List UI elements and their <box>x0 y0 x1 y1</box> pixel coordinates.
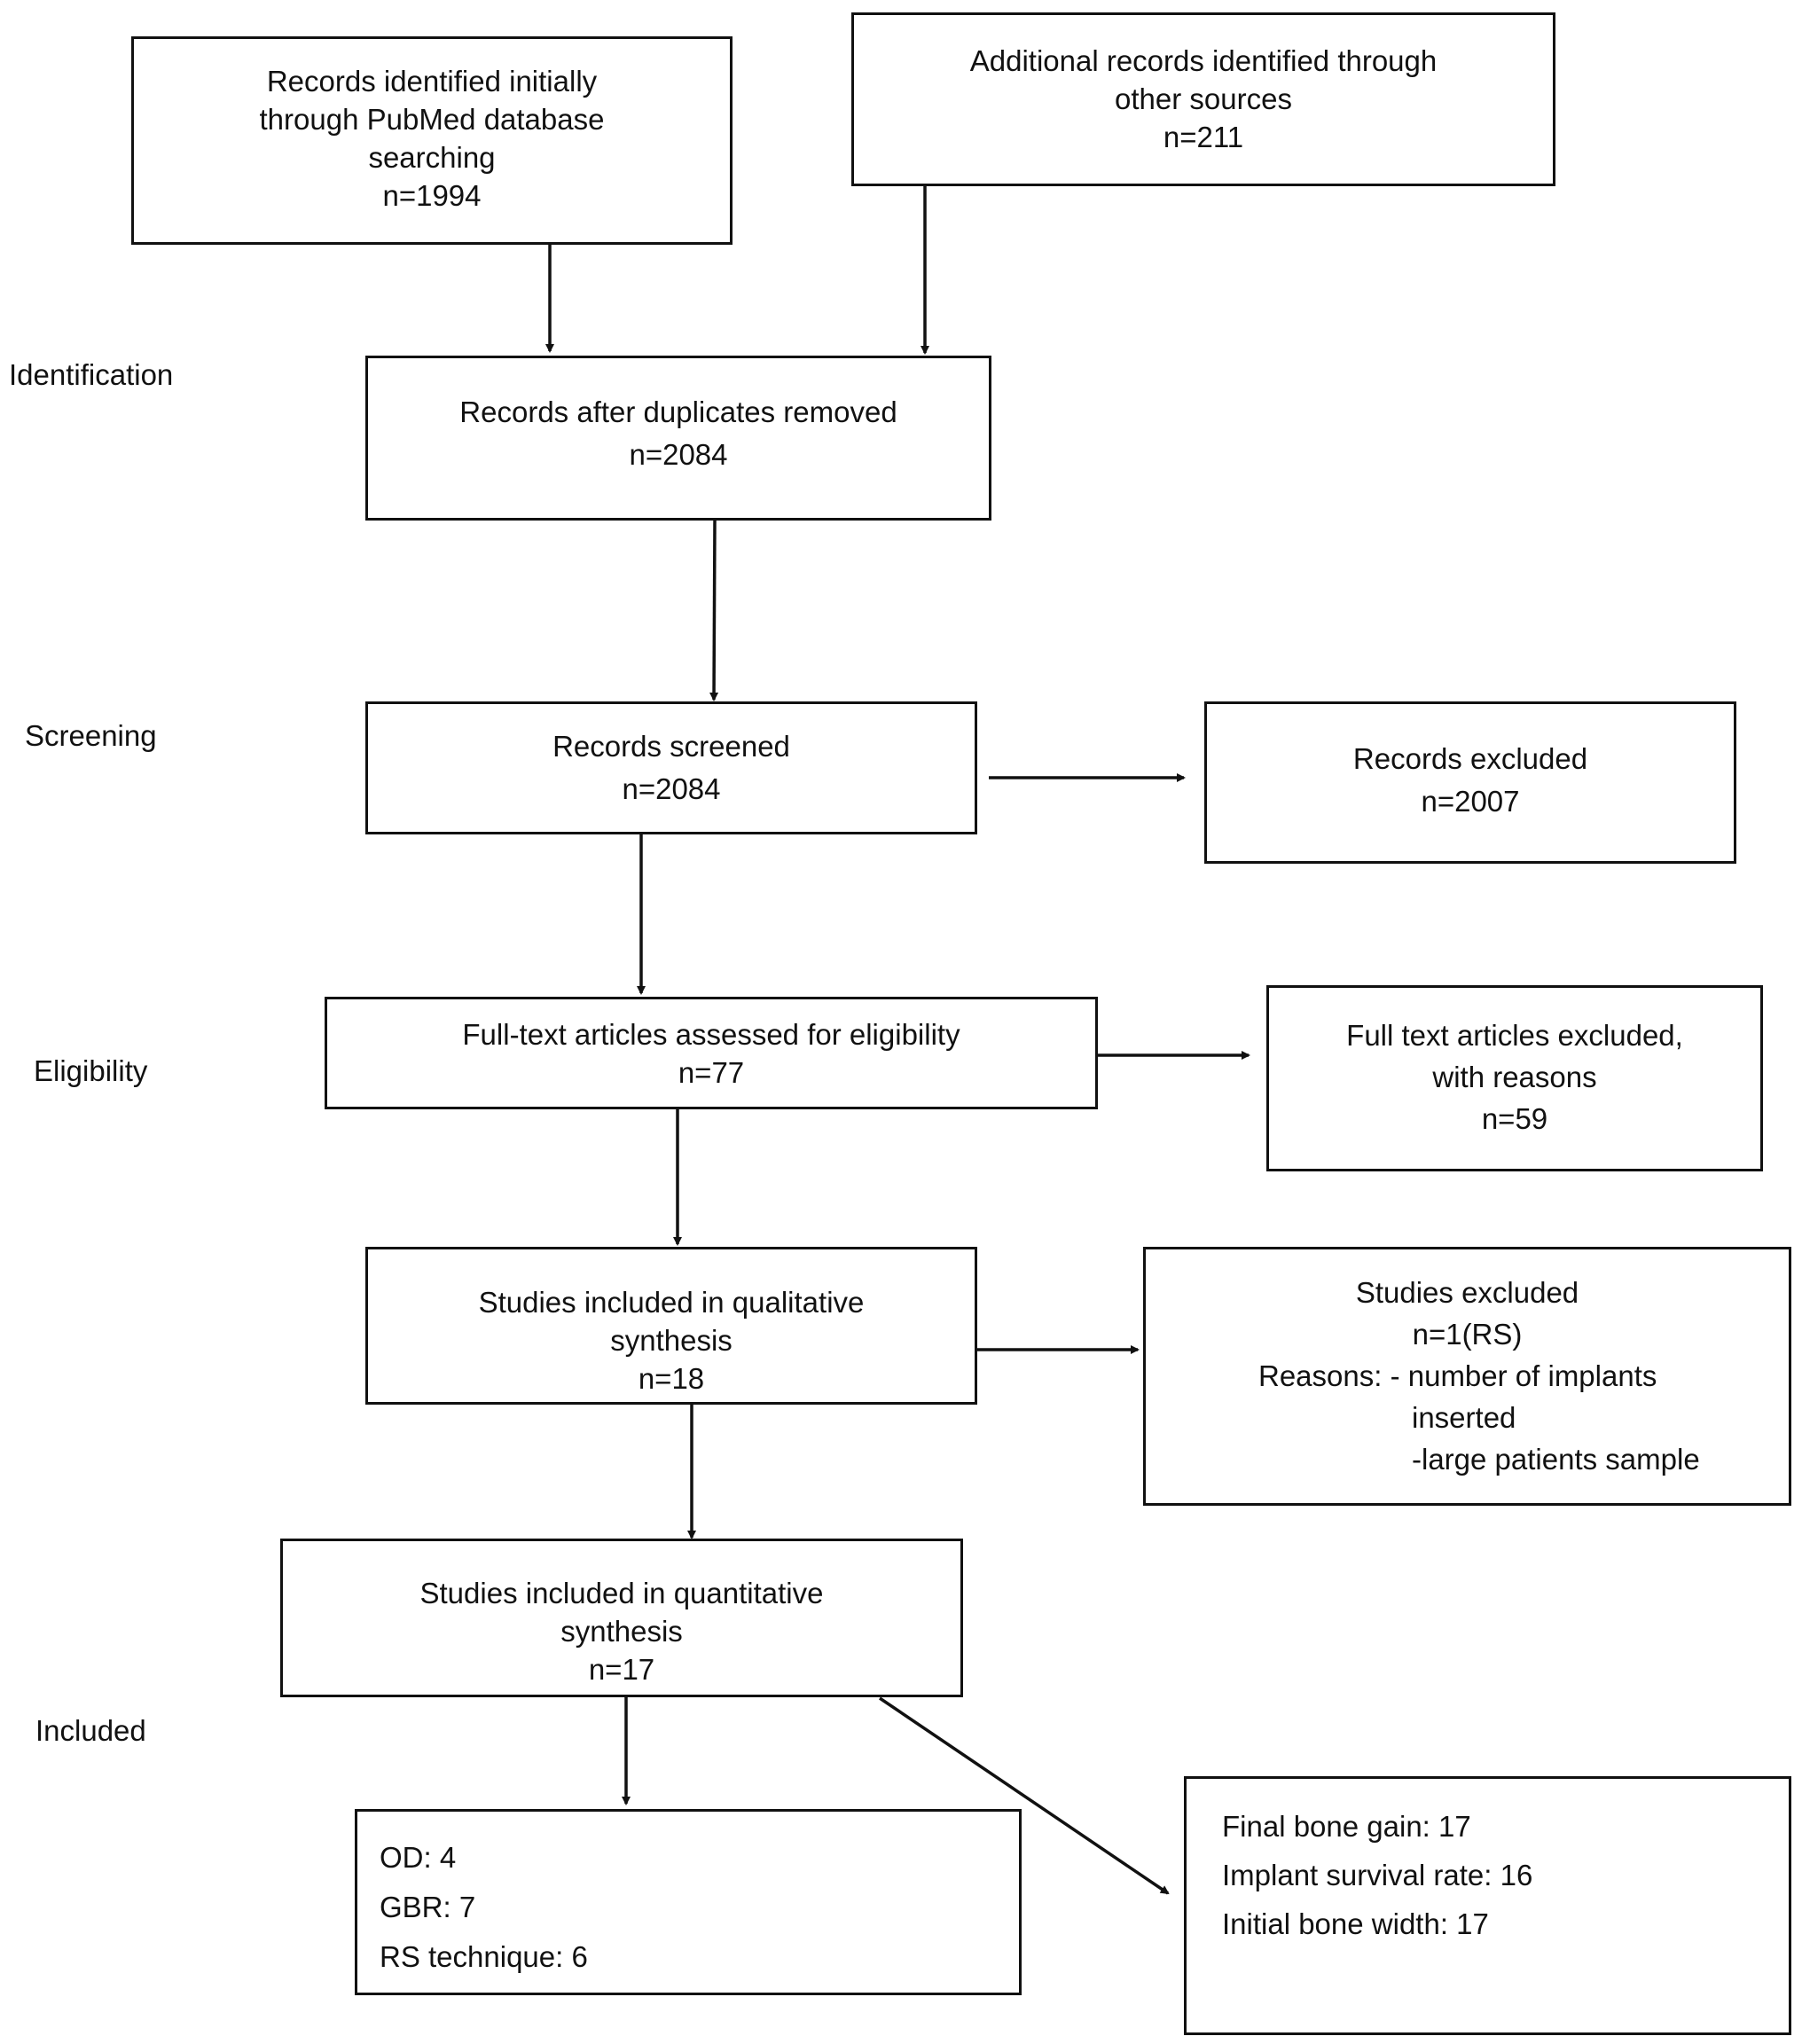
box-text: RS technique: 6 <box>380 1940 588 1973</box>
box-outcomes: Final bone gain: 17 Implant survival rat… <box>1184 1776 1791 2035</box>
box-text: n=77 <box>678 1056 745 1089</box>
box-text: n=1994 <box>382 179 482 212</box>
box-text: Studies included in quantitative <box>419 1577 824 1609</box>
box-text: Additional records identified through <box>969 44 1438 77</box>
box-text: -large patients sample <box>1412 1443 1700 1476</box>
box-text: n=2084 <box>629 438 728 471</box>
box-fulltext-assessed: Full-text articles assessed for eligibil… <box>325 997 1098 1109</box>
box-studies-excluded: Studies excluded n=1(RS) Reasons: - numb… <box>1143 1247 1791 1506</box>
arrow-quantitative-to-outcomes <box>879 1696 1170 1895</box>
box-text: Full text articles excluded, <box>1346 1019 1683 1052</box>
box-techniques: OD: 4 GBR: 7 RS technique: 6 <box>355 1809 1022 1995</box>
box-text: Reasons: - number of implants <box>1258 1359 1657 1392</box>
box-text: n=2084 <box>622 772 721 805</box>
box-text: other sources <box>1115 82 1292 115</box>
stage-label-identification: Identification <box>9 358 174 391</box>
box-text: n=1(RS) <box>1412 1318 1523 1351</box>
box-text: n=59 <box>1481 1102 1548 1135</box>
box-text: n=17 <box>588 1653 655 1686</box>
box-text: synthesis <box>560 1615 683 1648</box>
box-text: Studies excluded <box>1355 1276 1579 1309</box>
box-qualitative-synthesis: Studies included in qualitative synthesi… <box>365 1247 977 1405</box>
box-text: Records excluded <box>1352 742 1588 775</box>
box-text: Records screened <box>552 730 790 763</box>
box-text: searching <box>368 141 496 174</box>
box-text: through PubMed database <box>259 103 605 136</box>
box-text: Records identified initially <box>266 65 598 98</box>
box-duplicates-removed: Records after duplicates removed n=2084 <box>365 356 991 521</box>
arrow-duplicates-to-screened <box>709 520 719 701</box>
box-pubmed-records: Records identified initially through Pub… <box>131 36 733 245</box>
box-text: GBR: 7 <box>380 1891 476 1923</box>
box-text: Final bone gain: 17 <box>1222 1810 1471 1843</box>
stage-label-screening: Screening <box>25 719 157 752</box>
stage-label-included: Included <box>35 1714 146 1747</box>
box-text: synthesis <box>610 1324 733 1357</box>
box-records-screened: Records screened n=2084 <box>365 701 977 834</box>
box-text: Initial bone width: 17 <box>1222 1907 1489 1940</box>
box-text: Studies included in qualitative <box>478 1286 865 1319</box>
stage-label-eligibility: Eligibility <box>34 1054 148 1087</box>
box-fulltext-excluded: Full text articles excluded, with reason… <box>1266 985 1763 1171</box>
box-quantitative-synthesis: Studies included in quantitative synthes… <box>280 1539 963 1697</box>
box-records-excluded: Records excluded n=2007 <box>1204 701 1736 864</box>
box-text: OD: 4 <box>380 1841 457 1874</box>
box-text: with reasons <box>1432 1061 1597 1093</box>
box-text: n=2007 <box>1421 785 1520 818</box>
box-text: Records after duplicates removed <box>459 395 897 428</box>
box-text: n=211 <box>1163 121 1244 153</box>
box-other-sources: Additional records identified through ot… <box>851 12 1555 186</box>
box-text: inserted <box>1412 1401 1516 1434</box>
box-text: Implant survival rate: 16 <box>1222 1859 1533 1891</box>
box-text: Full-text articles assessed for eligibil… <box>462 1018 960 1051</box>
box-text: n=18 <box>638 1362 705 1395</box>
